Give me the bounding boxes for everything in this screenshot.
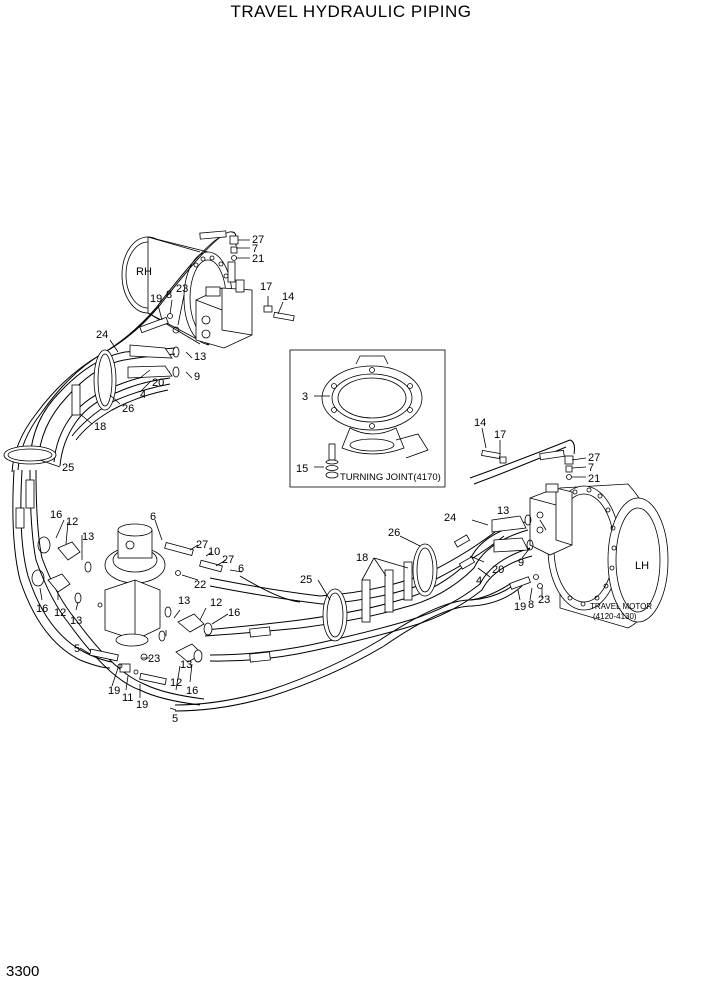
inset-callout-15: 15 <box>296 463 308 475</box>
callout-19-lh: 19 <box>514 601 526 613</box>
callout-9: 9 <box>194 371 200 383</box>
callout-13-f: 13 <box>180 659 192 671</box>
callout-13-lh: 13 <box>497 505 509 517</box>
callout-19: 19 <box>150 293 162 305</box>
callout-20-lh: 20 <box>492 564 504 576</box>
callout-6: 6 <box>150 511 156 523</box>
callout-21-lh: 21 <box>588 473 600 485</box>
callout-17: 17 <box>260 281 272 293</box>
callout-numbers: 27 7 21 17 14 19 8 23 24 13 9 20 4 26 18… <box>36 234 600 725</box>
callout-8-lh: 8 <box>528 599 534 611</box>
hose-bundle-lh <box>174 439 575 712</box>
callout-14-lh: 14 <box>474 417 486 429</box>
callout-13: 13 <box>194 351 206 363</box>
callout-24: 24 <box>96 329 108 341</box>
callout-13-d: 13 <box>70 615 82 627</box>
callout-23-c: 23 <box>148 653 160 665</box>
callout-21: 21 <box>252 253 264 265</box>
inset-callout-3: 3 <box>302 391 308 403</box>
callout-12-b: 12 <box>54 607 66 619</box>
callout-18: 18 <box>94 421 106 433</box>
callout-9-lh: 9 <box>518 557 524 569</box>
callout-6-b: 6 <box>238 563 244 575</box>
callout-5-b: 5 <box>172 713 178 725</box>
callout-27-lh: 27 <box>588 452 600 464</box>
travel-motor-part-range: (4120-4130) <box>593 612 637 621</box>
callout-23: 23 <box>176 283 188 295</box>
callout-11: 11 <box>122 692 133 704</box>
lh-motor-fittings <box>481 449 574 590</box>
callout-23-lh: 23 <box>538 594 550 606</box>
callout-4: 4 <box>140 389 146 401</box>
rh-travel-motor: RH <box>121 236 253 349</box>
callout-19-d: 19 <box>136 699 148 711</box>
turning-joint-label: TURNING JOINT(4170) <box>340 472 441 483</box>
callout-16-d: 16 <box>186 685 198 697</box>
lh-motor-label: LH <box>635 560 649 572</box>
callout-16-b: 16 <box>36 603 48 615</box>
callout-27-d: 27 <box>222 554 234 566</box>
leader-lines <box>39 239 587 711</box>
callout-4-lh: 4 <box>476 575 482 587</box>
callout-13-c: 13 <box>82 531 94 543</box>
callout-19-c: 19 <box>108 685 120 697</box>
callout-10: 10 <box>208 546 220 558</box>
callout-25-lh: 25 <box>300 574 312 586</box>
callout-7-lh: 7 <box>588 462 594 474</box>
callout-22: 22 <box>194 579 206 591</box>
callout-17-lh: 17 <box>494 429 506 441</box>
lh-travel-motor: LH TRAVEL MOTOR (4120-4130) <box>529 483 669 629</box>
callout-27: 27 <box>252 234 264 246</box>
callout-27-c: 27 <box>196 539 208 551</box>
turning-joint-inset: 3 15 TURNING JOINT(4170) <box>289 349 446 488</box>
callout-24-lh: 24 <box>444 512 456 524</box>
rh-motor-fittings <box>127 230 295 379</box>
callout-5-a: 5 <box>74 643 80 655</box>
callout-12-c: 12 <box>210 597 222 609</box>
travel-motor-caption: TRAVEL MOTOR <box>590 602 652 611</box>
callout-7: 7 <box>252 243 258 255</box>
callout-8: 8 <box>166 289 172 301</box>
callout-26: 26 <box>122 403 134 415</box>
callout-16-a: 16 <box>50 509 62 521</box>
page-number: 3300 <box>6 963 40 980</box>
callout-20: 20 <box>152 377 164 389</box>
callout-25: 25 <box>62 462 74 474</box>
callout-12-a: 12 <box>66 516 78 528</box>
callout-16-c: 16 <box>228 607 240 619</box>
callout-13-e: 13 <box>178 595 190 607</box>
center-swivel-block <box>31 523 223 686</box>
callout-18-lh: 18 <box>356 552 368 564</box>
page-title: TRAVEL HYDRAULIC PIPING <box>230 2 472 21</box>
callout-26-lh: 26 <box>388 527 400 539</box>
callout-12-d: 12 <box>170 677 182 689</box>
callout-14: 14 <box>282 291 294 303</box>
rh-motor-label: RH <box>136 266 152 278</box>
